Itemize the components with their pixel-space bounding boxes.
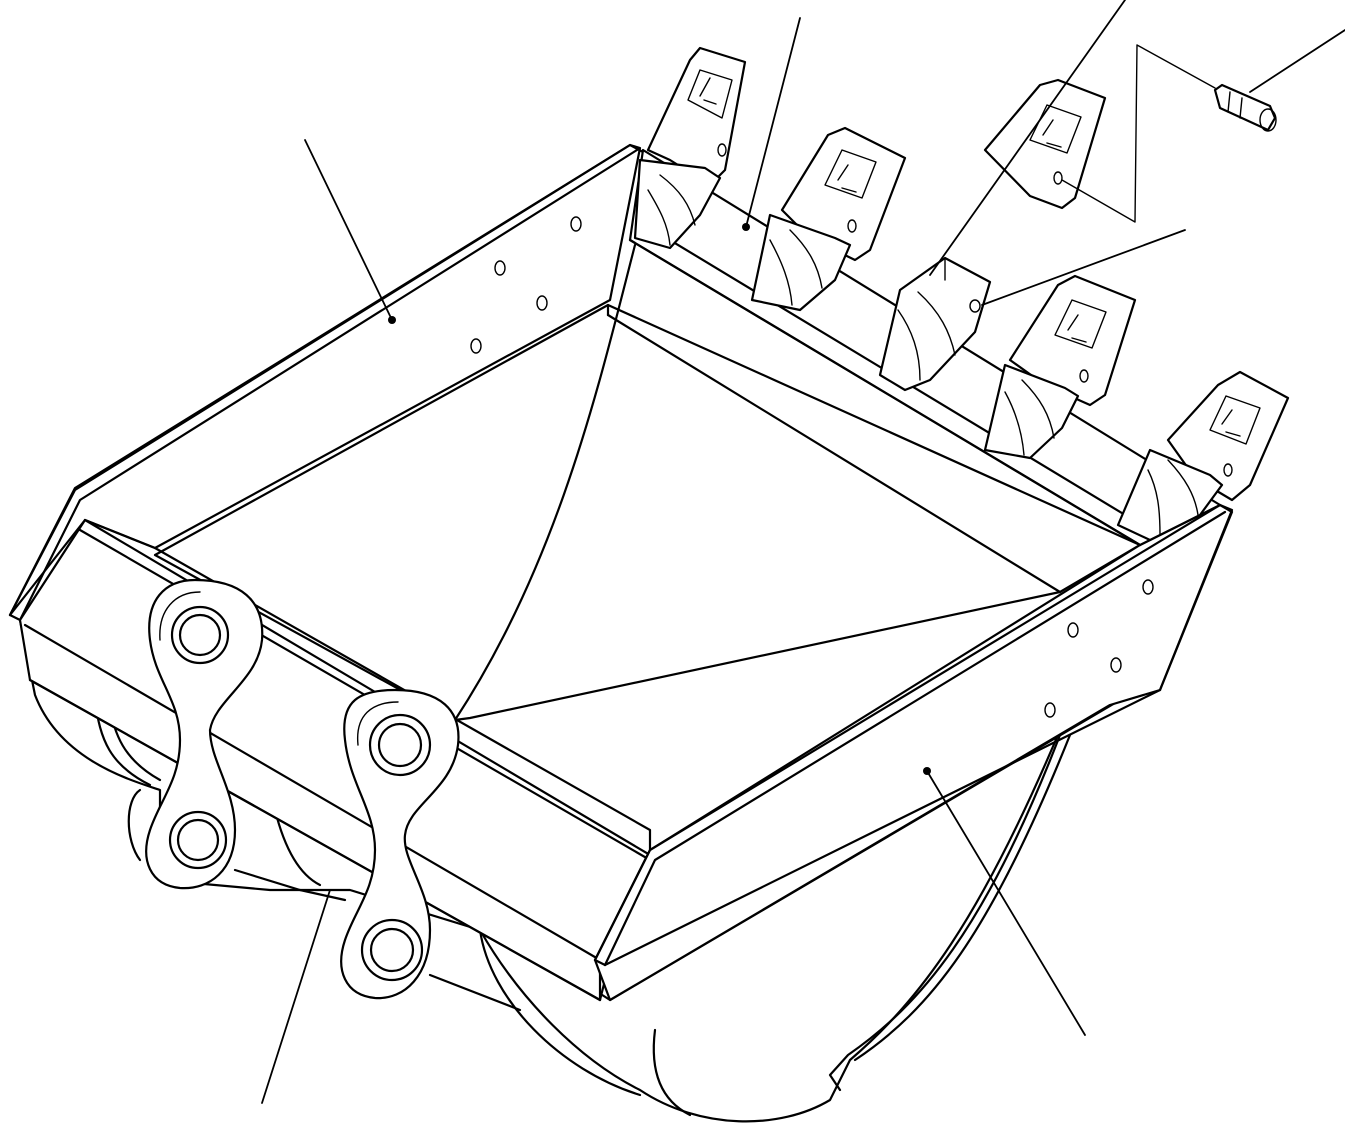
tooth-adapter — [878, 256, 992, 392]
tooth-2 — [750, 126, 907, 312]
teeth-row — [633, 46, 1290, 542]
hinge-bracket-left — [145, 578, 264, 890]
leader-tooth-adapter — [981, 229, 1186, 306]
callout-leaders — [261, 0, 1345, 1104]
leader-tooth-pin — [1249, 29, 1345, 93]
leader-side-plate-left — [304, 139, 393, 321]
bucket-shell — [18, 618, 1122, 1123]
leader-tooth-tip — [929, 0, 1126, 276]
side-plate-left — [8, 143, 645, 622]
tooth-4 — [983, 274, 1137, 460]
leader-bucket-shell — [261, 889, 331, 1104]
leader-tooth-pin-path — [1061, 44, 1216, 223]
tooth-pin — [1213, 83, 1277, 132]
hinge-bracket-right — [340, 688, 460, 1000]
boss-tube — [127, 788, 522, 1012]
tooth-1 — [633, 46, 747, 250]
tooth-tip — [983, 78, 1107, 210]
leader-side-plate-right — [926, 770, 1086, 1036]
leader-cutting-edge — [745, 17, 801, 228]
tooth-5 — [1116, 370, 1290, 542]
